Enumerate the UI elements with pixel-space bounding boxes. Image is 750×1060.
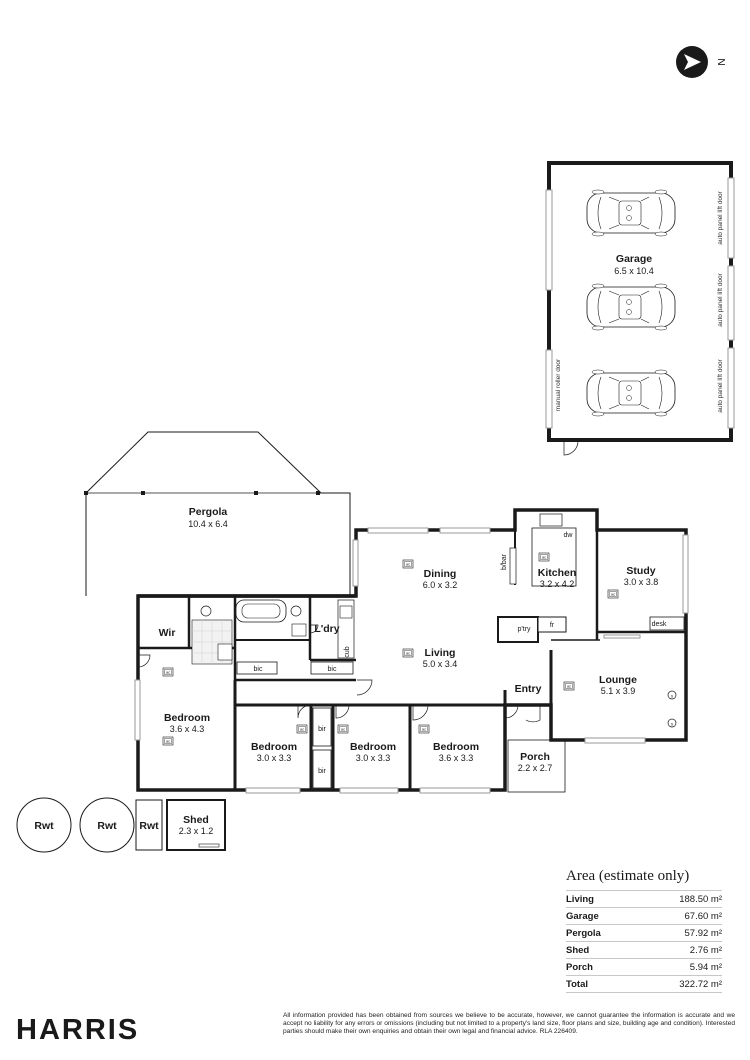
bedroom2-dims: 3.0 x 3.3: [257, 753, 292, 763]
pergola: Pergola 10.4 x 6.4: [84, 431, 351, 596]
ac-label-dining: ac: [406, 562, 410, 567]
floor-plan: Garage 6.5 x 10.4 auto panel lift door a…: [16, 161, 735, 853]
bic-label-2: bic: [328, 666, 337, 673]
area-row-name: Living: [566, 894, 594, 905]
laundry-name: L'dry: [314, 623, 339, 635]
entry-name: Entry: [515, 683, 542, 695]
pantry-label: p'try: [517, 626, 531, 633]
area-row: Pergola 57.92 m²: [566, 924, 722, 941]
living-name: Living: [425, 647, 456, 659]
lounge-name: Lounge: [599, 674, 637, 686]
area-table: Area (estimate only) Living 188.50 m² Gara…: [566, 868, 722, 993]
dining-dims: 6.0 x 3.2: [423, 580, 458, 590]
north-label: N: [715, 58, 726, 65]
kitchen-name: Kitchen: [538, 567, 577, 579]
area-row-name: Porch: [566, 962, 593, 973]
desk-label: desk: [652, 621, 667, 628]
area-row-name: Shed: [566, 945, 590, 956]
area-row-value: 57.92 m²: [684, 928, 723, 939]
shed-dims: 2.3 x 1.2: [179, 826, 214, 836]
dishwasher-label: dw: [564, 532, 574, 539]
cupboard-label: cub: [344, 646, 351, 657]
ac-label-bed4: ac: [422, 727, 426, 732]
area-row-value: 2.76 m²: [689, 945, 722, 956]
bedroom3-dims: 3.0 x 3.3: [356, 753, 391, 763]
room-labels: Dining 6.0 x 3.2 Kitchen 3.2 x 4.2 Study…: [159, 532, 667, 775]
area-row-value: 188.50 m²: [679, 894, 722, 905]
kitchen-dims: 3.2 x 4.2: [540, 579, 575, 589]
ac-label-master: ac: [166, 670, 170, 675]
tank-label-2: Rwt: [97, 820, 117, 832]
pergola-name: Pergola: [189, 506, 228, 518]
garage: Garage 6.5 x 10.4 auto panel lift door a…: [545, 161, 735, 456]
area-row: Garage 67.60 m²: [566, 907, 722, 924]
area-row-name: Pergola: [566, 928, 601, 939]
study-name: Study: [626, 565, 655, 577]
roller-door-label: manual roller door: [555, 358, 562, 411]
bedroom1-dims: 3.6 x 4.3: [170, 724, 205, 734]
ac-label-living: ac: [406, 651, 410, 656]
area-row-value: 5.94 m²: [689, 962, 722, 973]
ac-label-study: ac: [611, 592, 615, 597]
bir-label-1: bir: [318, 726, 326, 733]
bir-label-2: bir: [318, 768, 326, 775]
area-row: Shed 2.76 m²: [566, 941, 722, 958]
area-total-row: Total 322.72 m²: [566, 975, 722, 993]
area-total-value: 322.72 m²: [679, 979, 722, 990]
tank-label-3: Rwt: [139, 820, 159, 832]
north-arrow: N: [676, 45, 726, 79]
tank-label-1: Rwt: [34, 820, 54, 832]
auto-door-label-1: auto panel lift door: [717, 190, 724, 244]
bic-label-1: bic: [254, 666, 263, 673]
study-dims: 3.0 x 3.8: [624, 577, 659, 587]
area-row-value: 67.60 m²: [684, 911, 723, 922]
outbuildings: Rwt Rwt Rwt Shed 2.3 x 1.2: [16, 797, 226, 853]
dining-name: Dining: [424, 568, 457, 580]
bedroom1-name: Bedroom: [164, 712, 210, 724]
bedroom4-dims: 3.6 x 3.3: [439, 753, 474, 763]
lounge-dims: 5.1 x 3.9: [601, 686, 636, 696]
auto-door-label-2: auto panel lift door: [717, 272, 724, 326]
area-table-rows: Living 188.50 m² Garage 67.60 m² Pergola 57.9…: [566, 890, 722, 975]
garage-name: Garage: [616, 253, 652, 265]
area-row-name: Garage: [566, 911, 599, 922]
garage-dims: 6.5 x 10.4: [614, 266, 654, 276]
breakfast-bar-label: b/bar: [501, 553, 508, 570]
house-walls: S S: [134, 508, 689, 794]
smoke-detector-label-1: S: [671, 694, 674, 699]
area-table-title: Area (estimate only): [566, 868, 690, 884]
ac-label-bed3: ac: [341, 727, 345, 732]
fridge-label: fr: [550, 622, 555, 629]
area-total-name: Total: [566, 979, 588, 990]
smoke-detector-label-2: S: [671, 722, 674, 727]
porch-name: Porch: [520, 751, 550, 763]
porch-dims: 2.2 x 2.7: [518, 763, 553, 773]
ac-label-bed2: ac: [300, 727, 304, 732]
disclaimer-text: All information provided has been obtain…: [283, 1012, 735, 1036]
wir-name: Wir: [159, 627, 176, 639]
area-row: Porch 5.94 m²: [566, 958, 722, 975]
ac-label-kitchen: ac: [542, 555, 546, 560]
bedroom2-name: Bedroom: [251, 741, 297, 753]
area-row: Living 188.50 m²: [566, 890, 722, 907]
bedroom3-name: Bedroom: [350, 741, 396, 753]
bedroom4-name: Bedroom: [433, 741, 479, 753]
auto-door-label-3: auto panel lift door: [717, 358, 724, 412]
pergola-dims: 10.4 x 6.4: [188, 519, 228, 529]
brand-logo: HARRIS: [16, 1014, 140, 1046]
ac-label-master-2: ac: [166, 739, 170, 744]
shed-name: Shed: [183, 814, 209, 826]
ac-label-lounge: ac: [567, 684, 571, 689]
ac-units: ac ac ac ac ac ac ac ac ac ac: [162, 552, 619, 746]
living-dims: 5.0 x 3.4: [423, 659, 458, 669]
